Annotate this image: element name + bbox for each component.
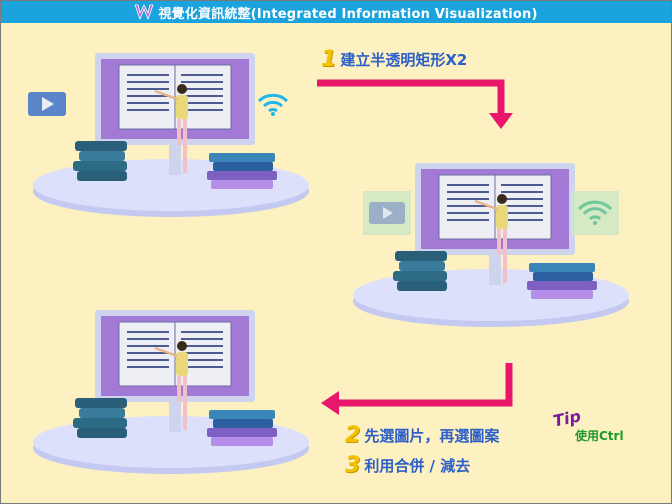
title-bar: 視覺化資訊統整(Integrated Information Visualiza…	[1, 1, 671, 23]
wifi-icon	[257, 93, 289, 116]
flow-arrow-1	[317, 79, 513, 129]
video-play-icon	[28, 92, 66, 116]
book-stack-icon	[73, 398, 127, 438]
laptop-scene-1	[33, 53, 309, 217]
step-3-number: 3	[345, 453, 361, 478]
step-2-number: 2	[345, 423, 361, 448]
semi-transparent-rect-left	[363, 191, 411, 235]
step-1: 1 建立半透明矩形X2	[321, 47, 467, 72]
step-3: 3 利用合併 / 減去	[345, 453, 470, 478]
book-stack-icon	[73, 141, 127, 181]
book-stack-icon	[207, 153, 277, 189]
book-stack-icon	[207, 410, 277, 446]
step-2-text: 先選圖片，再選圖案	[364, 427, 500, 445]
step-1-number: 1	[321, 47, 337, 72]
tip-text: 使用Ctrl	[575, 429, 624, 443]
step-3-text: 利用合併 / 減去	[364, 457, 471, 475]
step-1-text: 建立半透明矩形X2	[340, 51, 468, 69]
page-title: 視覺化資訊統整(Integrated Information Visualiza…	[158, 6, 538, 22]
open-book-icon	[438, 174, 552, 240]
wifi-icon	[577, 200, 613, 225]
semi-transparent-rect-right	[571, 191, 619, 235]
laptop-scene-2	[353, 163, 629, 327]
laptop-scene-3	[33, 310, 309, 474]
step-2: 2 先選圖片，再選圖案	[345, 423, 499, 448]
book-stack-icon	[393, 251, 447, 291]
book-stack-icon	[527, 263, 597, 299]
logo-icon	[134, 4, 154, 20]
flow-arrow-2	[321, 363, 513, 415]
